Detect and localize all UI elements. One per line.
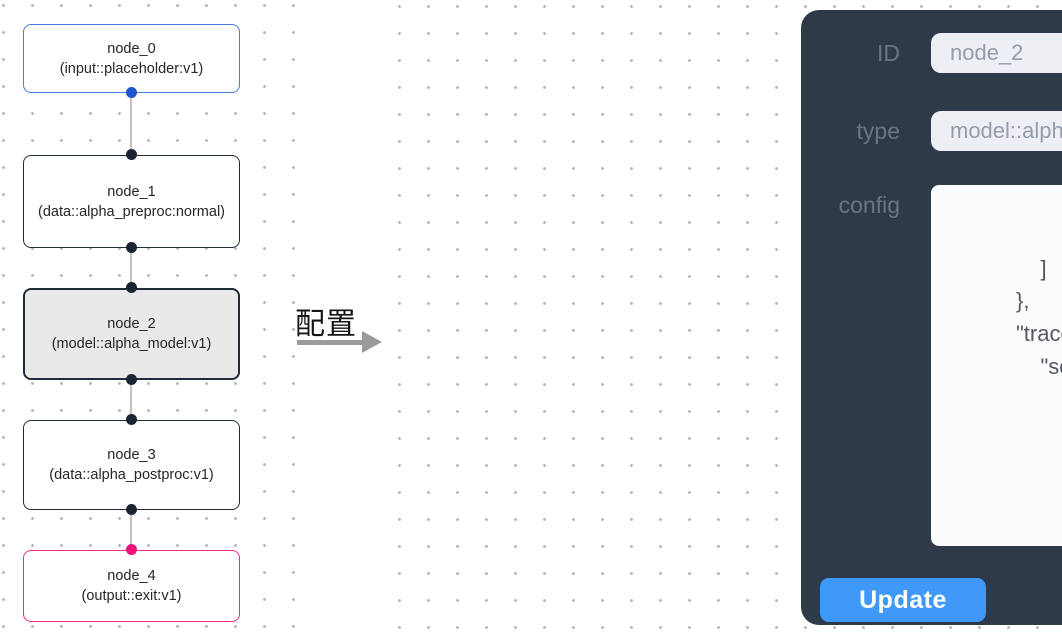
node0-source-handle[interactable] <box>126 87 137 98</box>
node2-source-handle[interactable] <box>126 374 137 385</box>
id-field-label: ID <box>877 40 900 66</box>
configure-annotation-label: 配置 <box>295 308 357 341</box>
flow-canvas[interactable]: node_0 (input::placeholder:v1) node_1 (d… <box>0 0 303 643</box>
flow-node-node_0[interactable]: node_0 (input::placeholder:v1) <box>23 24 240 93</box>
node4-target-handle[interactable] <box>126 544 137 555</box>
node2-target-handle[interactable] <box>126 282 137 293</box>
type-field-label: type <box>856 118 900 144</box>
node1-target-handle[interactable] <box>126 149 137 160</box>
edge-node2-node3[interactable] <box>130 380 132 420</box>
config-field-label: config <box>838 192 900 218</box>
edge-node0-node1[interactable] <box>130 93 132 155</box>
node-title: node_0 <box>107 40 156 57</box>
right-arrow-line <box>297 340 363 345</box>
node-title: node_4 <box>107 568 156 584</box>
node-subtitle: (model::alpha_model:v1) <box>51 336 212 352</box>
config-textarea[interactable]: "raw_action", "pred" ] }, "trace": { "sc… <box>931 185 1062 546</box>
edge-node1-node2[interactable] <box>130 248 132 288</box>
node1-source-handle[interactable] <box>126 242 137 253</box>
right-arrow-head-icon <box>362 331 382 353</box>
node3-target-handle[interactable] <box>126 414 137 425</box>
node-subtitle: (data::alpha_postproc:v1) <box>49 467 214 483</box>
node-title: node_1 <box>107 183 156 200</box>
flow-node-node_2-selected[interactable]: node_2 (model::alpha_model:v1) <box>23 288 240 380</box>
id-input[interactable] <box>931 33 1062 73</box>
node-title: node_2 <box>107 316 156 332</box>
flow-node-node_3[interactable]: node_3 (data::alpha_postproc:v1) <box>23 420 240 510</box>
node-subtitle: (output::exit:v1) <box>81 588 182 604</box>
node-subtitle: (input::placeholder:v1) <box>59 60 204 77</box>
node3-source-handle[interactable] <box>126 504 137 515</box>
edge-node3-node4[interactable] <box>130 510 132 550</box>
node-subtitle: (data::alpha_preproc:normal) <box>38 203 225 220</box>
node-title: node_3 <box>107 447 156 463</box>
config-editor-wrap: "raw_action", "pred" ] }, "trace": { "sc… <box>931 185 1062 546</box>
flow-node-node_1[interactable]: node_1 (data::alpha_preproc:normal) <box>23 155 240 248</box>
update-button[interactable]: Update <box>820 578 986 622</box>
panel-canvas[interactable]: ID type config "raw_action", "pred" ] },… <box>393 0 1062 643</box>
flow-node-node_4[interactable]: node_4 (output::exit:v1) <box>23 550 240 622</box>
node-config-panel: ID type config "raw_action", "pred" ] },… <box>801 10 1062 625</box>
type-input[interactable] <box>931 111 1062 151</box>
